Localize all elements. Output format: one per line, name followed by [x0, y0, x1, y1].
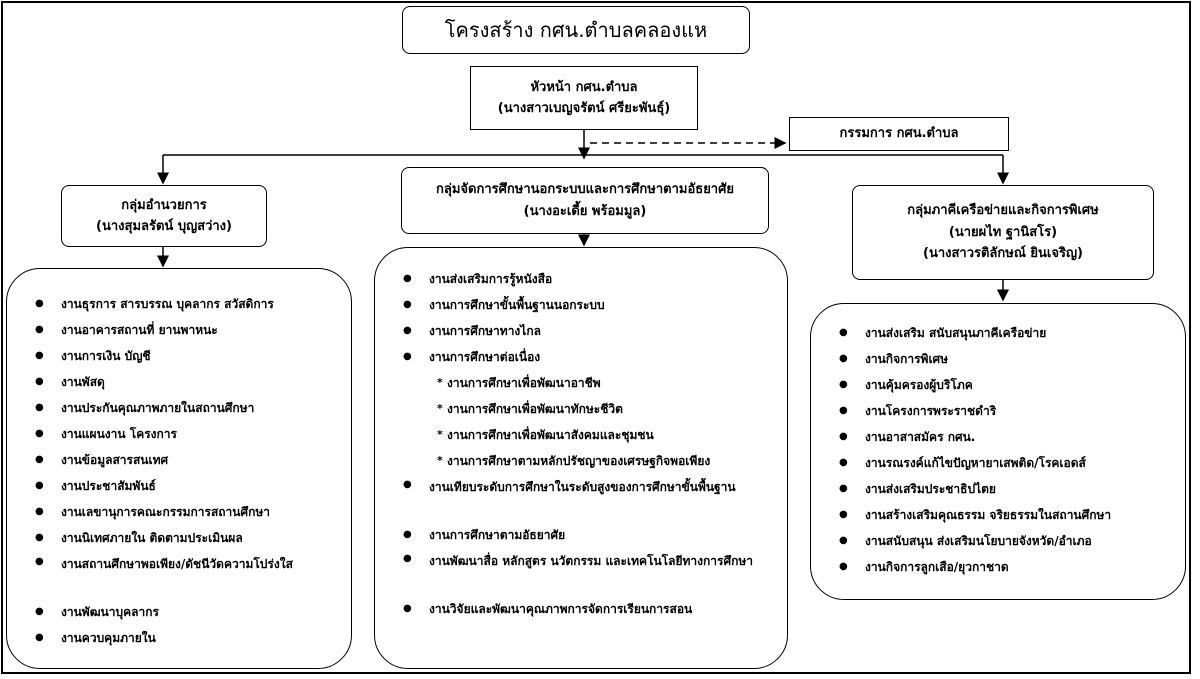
- list-item: งานธุรการ สารบรรณ บุคลากร สวัสดิการ: [21, 291, 339, 317]
- group-title-network: กลุ่มภาคีเครือข่ายและกิจการพิเศษ: [907, 203, 1099, 219]
- list-item: งานสถานศึกษาพอเพียง/ดัชนีวัดความโปร่งใส: [21, 551, 339, 599]
- list-item: งานการศึกษาเพื่อพัฒนาทักษะชีวิต: [389, 396, 775, 422]
- committee-label: กรรมการ กศน.ตำบล: [839, 126, 959, 142]
- list-item: งานการศึกษาต่อเนื่อง: [389, 344, 775, 370]
- group-box-network: กลุ่มภาคีเครือข่ายและกิจการพิเศษ (นายผไท…: [852, 185, 1154, 280]
- list-item: งานสนับสนุน ส่งเสริมนโยบายจังหวัด/อำเภอ: [825, 528, 1173, 554]
- list-item: งานส่งเสริมการรู้หนังสือ: [389, 266, 775, 292]
- group-person-admin: (นางสุมลรัตน์ บุญสว่าง): [96, 219, 232, 234]
- list-item: งานพัฒนาบุคลากร: [21, 599, 339, 625]
- list-item: งานสร้างเสริมคุณธรรม จริยธรรมในสถานศึกษา: [825, 502, 1173, 528]
- list-item: งานควบคุมภายใน: [21, 625, 339, 651]
- group-person-education: (นางอะเดี้ย พร้อมมูล): [523, 203, 647, 219]
- list-item: งานพัฒนาสื่อ หลักสูตร นวัตกรรม และเทคโนโ…: [389, 548, 775, 596]
- list-item: งานกิจการลูกเสือ/ยุวกาชาด: [825, 554, 1173, 580]
- list-item: งานเลขานุการคณะกรรมการสถานศึกษา: [21, 499, 339, 525]
- head-role: หัวหน้า กศน.ตำบล: [530, 79, 638, 95]
- list-item: งานประชาสัมพันธ์: [21, 473, 339, 499]
- chart-title-text: โครงสร้าง กศน.ตำบลคลองแห: [444, 17, 708, 42]
- list-item: งานส่งเสริมประชาธิปไตย: [825, 476, 1173, 502]
- list-item: งานการศึกษาขั้นพื้นฐานนอกระบบ: [389, 292, 775, 318]
- head-name: (นางสาวเบญจรัตน์ ศรียะพันธุ์): [497, 101, 671, 116]
- chart-title: โครงสร้าง กศน.ตำบลคลองแห: [402, 6, 750, 54]
- list-item: งานการศึกษาตามหลักปรัชญาของเศรษฐกิจพอเพี…: [389, 448, 775, 474]
- list-item: งานกิจการพิเศษ: [825, 346, 1173, 372]
- task-panel-network: งานส่งเสริม สนับสนุนภาคีเครือข่าย งานกิจ…: [810, 303, 1186, 600]
- list-item: งานการเงิน บัญชี: [21, 343, 339, 369]
- committee-box: กรรมการ กศน.ตำบล: [789, 117, 1009, 151]
- task-panel-education: งานส่งเสริมการรู้หนังสือ งานการศึกษาขั้น…: [374, 247, 788, 669]
- group-title-admin: กลุ่มอำนวยการ: [121, 197, 207, 213]
- list-item: งานการศึกษาทางไกล: [389, 318, 775, 344]
- list-item: งานอาสาสมัคร กศน.: [825, 424, 1173, 450]
- group-box-admin: กลุ่มอำนวยการ (นางสุมลรัตน์ บุญสว่าง): [61, 185, 267, 247]
- list-item: งานการศึกษาเพื่อพัฒนาสังคมและชุมชน: [389, 422, 775, 448]
- list-item: งานการศึกษาเพื่อพัฒนาอาชีพ: [389, 370, 775, 396]
- task-list-education: งานส่งเสริมการรู้หนังสือ งานการศึกษาขั้น…: [389, 266, 775, 622]
- list-item: งานข้อมูลสารสนเทศ: [21, 447, 339, 473]
- list-item: งานแผนงาน โครงการ: [21, 421, 339, 447]
- group-box-education: กลุ่มจัดการศึกษานอกระบบและการศึกษาตามอัธ…: [401, 167, 769, 234]
- list-item: งานรณรงค์แก้ไขปัญหายาเสพติด/โรคเอดส์: [825, 450, 1173, 476]
- list-item: งานโครงการพระราชดำริ: [825, 398, 1173, 424]
- list-item: งานเทียบระดับการศึกษาในระดับสูงของการศึก…: [389, 474, 775, 522]
- list-item: งานพัสดุ: [21, 369, 339, 395]
- list-item: งานการศึกษาตามอัธยาศัย: [389, 522, 775, 548]
- list-item: งานนิเทศภายใน ติดตามประเมินผล: [21, 525, 339, 551]
- list-item: งานวิจัยและพัฒนาคุณภาพการจัดการเรียนการส…: [389, 596, 775, 622]
- head-box: หัวหน้า กศน.ตำบล (นางสาวเบญจรัตน์ ศรียะพ…: [470, 66, 698, 130]
- list-item: งานประกันคุณภาพภายในสถานศึกษา: [21, 395, 339, 421]
- list-item: งานคุ้มครองผู้บริโภค: [825, 372, 1173, 398]
- group-person-network-2: (นางสาวรติลักษณ์ ยินเจริญ): [923, 246, 1083, 262]
- group-person-network-1: (นายผไท ฐานิสโร): [948, 224, 1058, 240]
- group-title-education: กลุ่มจัดการศึกษานอกระบบและการศึกษาตามอัธ…: [436, 182, 734, 198]
- task-panel-admin: งานธุรการ สารบรรณ บุคลากร สวัสดิการ งานอ…: [6, 268, 352, 669]
- task-list-network: งานส่งเสริม สนับสนุนภาคีเครือข่าย งานกิจ…: [825, 320, 1173, 580]
- list-item: งานส่งเสริม สนับสนุนภาคีเครือข่าย: [825, 320, 1173, 346]
- list-item: งานอาคารสถานที่ ยานพาหนะ: [21, 317, 339, 343]
- task-list-admin: งานธุรการ สารบรรณ บุคลากร สวัสดิการ งานอ…: [21, 291, 339, 651]
